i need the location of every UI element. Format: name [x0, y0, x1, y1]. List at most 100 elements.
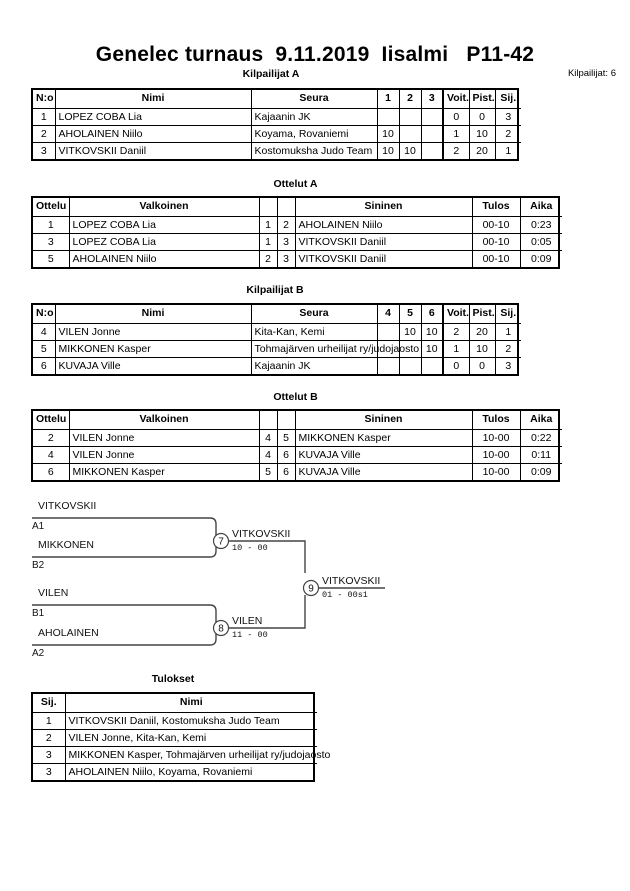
cell-no: 3 [33, 141, 56, 159]
cell-result: 00-10 [471, 249, 521, 267]
cell-rank: 3 [494, 356, 521, 374]
cell-white-no: 2 [258, 249, 278, 267]
cell-bout: 2 [33, 428, 70, 447]
cell-result: 10-00 [471, 445, 521, 464]
cell-time: 0:09 [519, 249, 562, 267]
col-wins: Voit. [442, 305, 470, 324]
cell-white-no: 5 [258, 462, 278, 480]
bracket-entry-1-name: MIKKONEN [38, 539, 94, 551]
matches-b-table: Ottelu Valkoinen Sininen Tulos Aika 2 VI… [31, 409, 562, 482]
bracket-node-8-number: 8 [218, 624, 224, 635]
bracket-line-b1 [32, 604, 217, 623]
cell-bout: 5 [33, 249, 70, 267]
bracket-node-7-winner: VITKOVSKII [232, 528, 290, 540]
col-m1: 1 [376, 90, 400, 109]
col-m2: 2 [398, 90, 422, 109]
bracket-entry-3-seed: A2 [32, 648, 45, 659]
col-rank: Sij. [494, 90, 521, 109]
col-m5: 5 [398, 305, 422, 324]
cell-white-no: 1 [258, 215, 278, 234]
col-no: N:o [33, 90, 56, 109]
matches-a-table: Ottelu Valkoinen Sininen Tulos Aika 1 LO… [31, 196, 562, 269]
bracket-line-a1 [32, 517, 217, 536]
cell-club: Kostomuksha Judo Team [250, 141, 378, 159]
table-row: 2 VILEN Jonne 4 5 MIKKONEN Kasper 10-00 … [33, 428, 562, 447]
cell-blue-no: 6 [276, 462, 296, 480]
cell-points: 20 [468, 141, 496, 159]
col-name: Nimi [54, 305, 252, 324]
cell-white: AHOLAINEN Niilo [68, 249, 260, 267]
cell-no: 1 [33, 107, 56, 126]
table-row: 3 VITKOVSKII Daniil Kostomuksha Judo Tea… [33, 141, 521, 159]
bracket-node-8-score: 11 - 00 [232, 630, 268, 640]
cell-m2 [398, 124, 422, 143]
table-row: 1 LOPEZ COBA Lia 1 2 AHOLAINEN Niilo 00-… [33, 215, 562, 234]
table-header-row: Sij. Nimi [33, 694, 317, 713]
col-name: Nimi [64, 694, 317, 713]
matches-a-caption: Ottelut A [273, 178, 318, 190]
table-row: 3 AHOLAINEN Niilo, Koyama, Rovaniemi [33, 762, 317, 780]
table-row: 2 VILEN Jonne, Kita-Kan, Kemi [33, 728, 317, 747]
cell-time: 0:22 [519, 428, 562, 447]
bracket-node-7-number: 7 [218, 537, 224, 548]
cell-club: Kajaanin JK [250, 107, 378, 126]
cell-name: VITKOVSKII Daniil, Kostomuksha Judo Team [64, 711, 317, 730]
col-no: N:o [33, 305, 56, 324]
finals-bracket: 7 8 9 VITKOVSKII A1 MIKKONEN B2 VILEN B1… [0, 495, 630, 670]
cell-bout: 1 [33, 215, 70, 234]
col-m3: 3 [420, 90, 444, 109]
cell-blue-no: 6 [276, 445, 296, 464]
col-club: Seura [250, 90, 378, 109]
cell-blue: KUVAJA Ville [294, 445, 473, 464]
col-rank: Sij. [494, 305, 521, 324]
cell-rank: 2 [494, 124, 521, 143]
results-table: Sij. Nimi 1 VITKOVSKII Daniil, Kostomuks… [31, 692, 330, 782]
col-rank: Sij. [33, 694, 66, 713]
cell-result: 00-10 [471, 232, 521, 251]
cell-white: MIKKONEN Kasper [68, 462, 260, 480]
bracket-node-8-circle [212, 619, 230, 637]
cell-club: Tohmajärven urheilijat ry/judojaosto [250, 339, 419, 358]
cell-wins: 0 [442, 356, 470, 374]
col-white: Valkoinen [68, 198, 260, 217]
col-club: Seura [250, 305, 378, 324]
pool-a-caption: Kilpailijat A [242, 68, 300, 80]
cell-no: 6 [33, 356, 56, 374]
bracket-line-b2 [32, 545, 217, 558]
bracket-entry-2-name: VILEN [38, 587, 68, 599]
cell-white: LOPEZ COBA Lia [68, 215, 260, 234]
entrants-count: Kilpailijat: 6 [567, 68, 616, 79]
cell-rank: 1 [494, 141, 521, 159]
cell-blue: KUVAJA Ville [294, 462, 473, 480]
pool-b-caption: Kilpailijat B [246, 284, 304, 296]
cell-m2: 10 [398, 141, 422, 159]
cell-result: 10-00 [471, 462, 521, 480]
col-blue: Sininen [294, 411, 473, 430]
cell-blue-no: 5 [276, 428, 296, 447]
table-row: 1 VITKOVSKII Daniil, Kostomuksha Judo Te… [33, 711, 317, 730]
cell-club: Koyama, Rovaniemi [250, 124, 378, 143]
col-m6: 6 [420, 305, 444, 324]
bracket-line-node7-out [227, 540, 306, 573]
cell-points: 0 [468, 107, 496, 126]
col-bout: Ottelu [33, 198, 70, 217]
table-header-row: N:o Nimi Seura 4 5 6 Voit. Pist. Sij. [33, 305, 521, 324]
cell-name: VITKOVSKII Daniil [54, 141, 252, 159]
cell-name: AHOLAINEN Niilo [54, 124, 252, 143]
table-row: 3 LOPEZ COBA Lia 1 3 VITKOVSKII Daniil 0… [33, 232, 562, 251]
cell-m5: 10 [398, 322, 422, 341]
cell-rank: 3 [33, 762, 66, 780]
col-white-no [258, 198, 278, 217]
cell-bout: 6 [33, 462, 70, 480]
col-blue-no [276, 198, 296, 217]
matches-b-caption: Ottelut B [273, 391, 318, 403]
bracket-entry-0-name: VITKOVSKII [38, 500, 96, 512]
table-header-row: Ottelu Valkoinen Sininen Tulos Aika [33, 411, 562, 430]
cell-bout: 3 [33, 232, 70, 251]
table-row: 3 MIKKONEN Kasper, Tohmajärven urheilija… [33, 745, 330, 764]
cell-no: 2 [33, 124, 56, 143]
cell-wins: 1 [442, 339, 470, 358]
col-white-no [258, 411, 278, 430]
bracket-node-7-circle [212, 532, 230, 550]
cell-points: 10 [468, 339, 496, 358]
